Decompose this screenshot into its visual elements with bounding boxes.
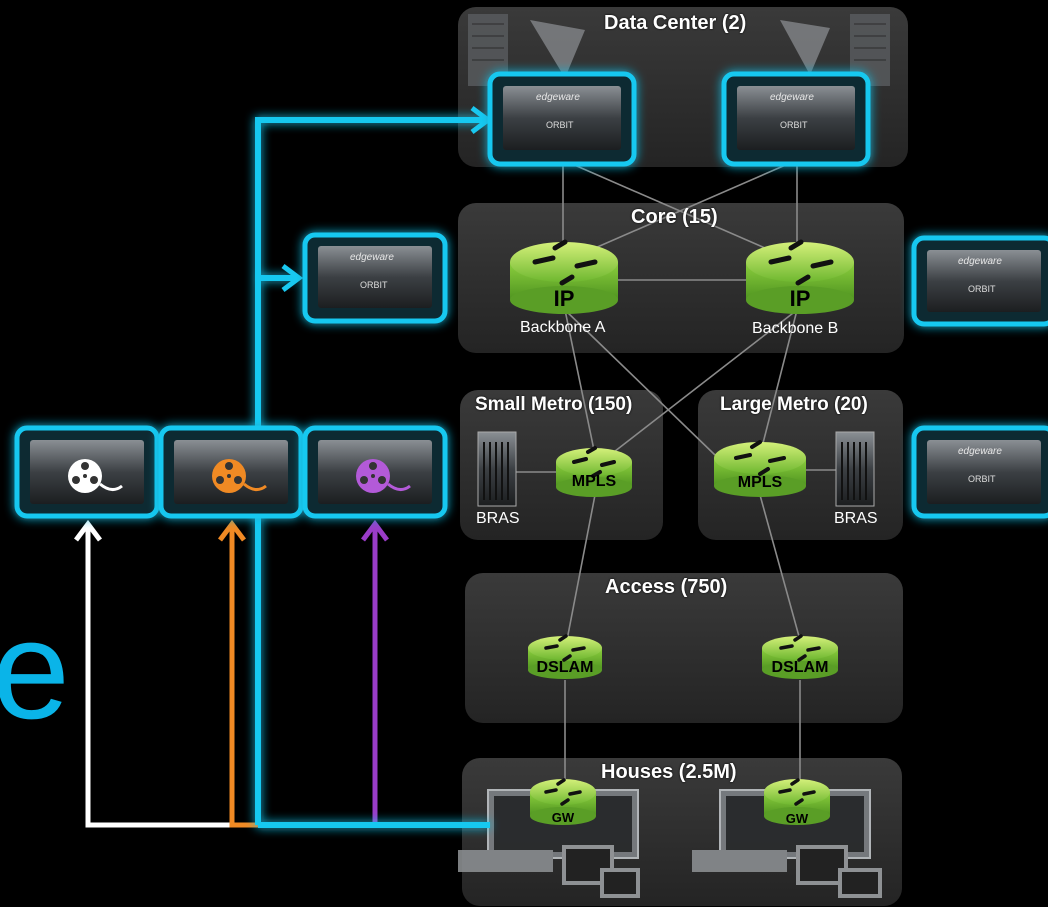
cache-server-metro-right-body bbox=[927, 440, 1041, 504]
cyan-arrowhead-core-icon bbox=[281, 264, 304, 292]
white-arrowhead-icon bbox=[74, 519, 102, 542]
router-ip-b-icon bbox=[746, 239, 854, 314]
router-mpls-large-icon bbox=[714, 440, 806, 497]
server-brand-dc-right: edgeware bbox=[770, 92, 814, 103]
bras-rack-large-icon bbox=[835, 431, 875, 507]
zone-title-small-metro: Small Metro (150) bbox=[475, 394, 633, 415]
router-gw-2-icon bbox=[764, 778, 830, 825]
router-dslam-1-icon bbox=[528, 634, 602, 679]
server-brand-core-left: edgeware bbox=[350, 252, 394, 263]
bras-small-label: BRAS bbox=[476, 510, 520, 527]
server-model-dc-right: ORBIT bbox=[780, 120, 808, 130]
router-mpls-small-icon bbox=[556, 446, 632, 497]
router-gw-1-icon bbox=[530, 778, 596, 825]
server-model-core-right: ORBIT bbox=[968, 284, 996, 294]
router-mpls-large-label: MPLS bbox=[737, 474, 783, 491]
router-dslam-1-label: DSLAM bbox=[536, 659, 594, 676]
zone-title-core: Core (15) bbox=[631, 206, 718, 228]
dc-dish-left bbox=[530, 20, 585, 78]
router-dslam-2-label: DSLAM bbox=[771, 659, 829, 676]
film-reel-purple-icon bbox=[356, 459, 411, 493]
request-paths bbox=[85, 528, 475, 828]
zone-core bbox=[458, 203, 904, 353]
left-title-fragment: e bbox=[0, 591, 70, 748]
backbone-a-label: Backbone A bbox=[520, 319, 606, 336]
cache-server-core-right-body bbox=[927, 250, 1041, 312]
router-gw-1-label: GW bbox=[551, 810, 575, 825]
cache-server-dc-left-body bbox=[503, 86, 621, 150]
router-ip-a-label: IP bbox=[553, 286, 575, 311]
server-brand-dc-left: edgeware bbox=[536, 92, 580, 103]
bras-large-label: BRAS bbox=[834, 510, 878, 527]
dc-dish-right bbox=[780, 20, 830, 75]
orange-request-arrow bbox=[229, 528, 475, 828]
backbone-b-label: Backbone B bbox=[752, 320, 839, 337]
cache-server-core-left-body bbox=[318, 246, 432, 308]
router-ip-a-icon bbox=[510, 239, 618, 314]
server-brand-metro-right: edgeware bbox=[958, 446, 1002, 457]
server-model-dc-left: ORBIT bbox=[546, 120, 574, 130]
bras-rack-small-icon bbox=[477, 431, 517, 507]
zone-title-data-center: Data Center (2) bbox=[604, 12, 747, 34]
zone-access bbox=[465, 573, 903, 723]
purple-arrowhead-icon bbox=[361, 519, 389, 542]
router-gw-2-label: GW bbox=[785, 811, 809, 826]
white-request-arrow bbox=[85, 528, 475, 828]
server-model-core-left: ORBIT bbox=[360, 280, 388, 290]
router-mpls-small-label: MPLS bbox=[571, 473, 617, 490]
cache-server-dc-right-body bbox=[737, 86, 855, 150]
zone-title-large-metro: Large Metro (20) bbox=[720, 394, 868, 415]
film-reel-white-icon bbox=[68, 459, 123, 493]
network-links bbox=[516, 159, 836, 780]
server-model-metro-right: ORBIT bbox=[968, 474, 996, 484]
router-ip-b-label: IP bbox=[789, 286, 811, 311]
film-reel-orange-icon bbox=[212, 459, 267, 493]
zone-title-access: Access (750) bbox=[605, 576, 728, 598]
zone-title-houses: Houses (2.5M) bbox=[601, 761, 737, 783]
orange-arrowhead-icon bbox=[218, 519, 246, 542]
router-dslam-2-icon bbox=[762, 634, 838, 679]
server-brand-core-right: edgeware bbox=[958, 256, 1002, 267]
purple-request-arrow bbox=[372, 528, 475, 828]
